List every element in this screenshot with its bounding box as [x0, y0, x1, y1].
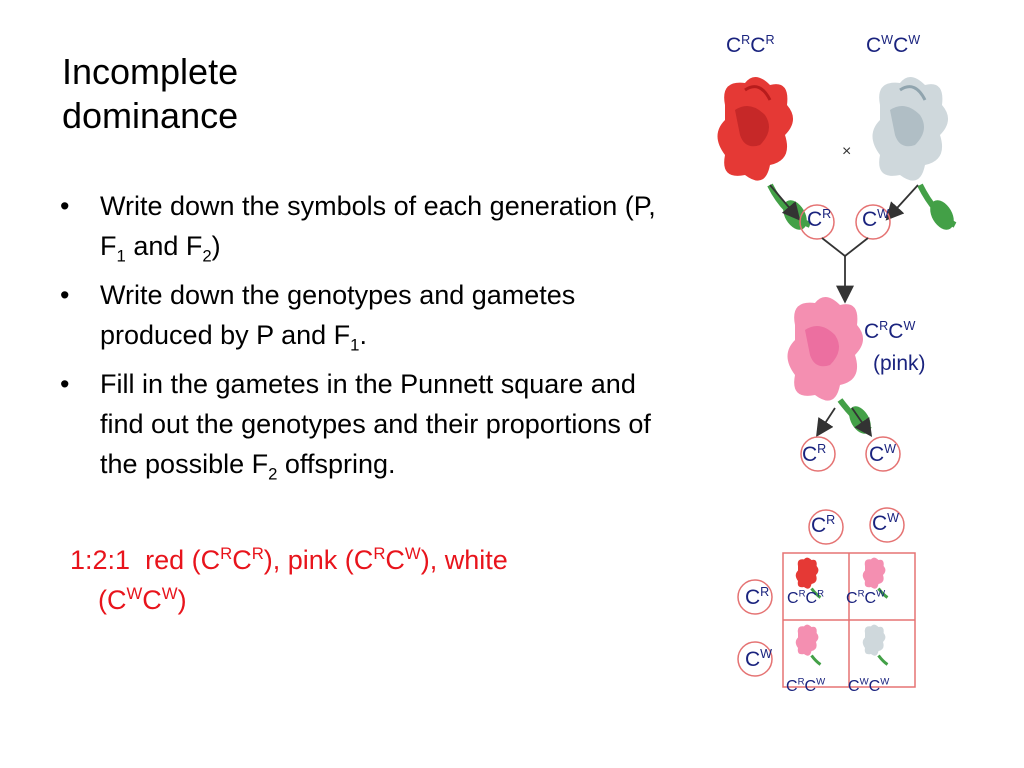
slide-title: Incomplete dominance	[62, 50, 238, 138]
subscript: 2	[268, 464, 278, 484]
superscript: W	[404, 544, 421, 563]
title-line-1: Incomplete	[62, 51, 239, 92]
answer-line-2: (CWCW)	[70, 580, 670, 620]
answer-part: C	[142, 585, 162, 615]
gamete-r: CR	[807, 207, 832, 231]
answer-part: C	[385, 545, 405, 575]
f1-phenotype: (pink)	[873, 352, 926, 375]
gamete-circle	[855, 204, 891, 240]
gamete-w: CW	[862, 207, 890, 231]
superscript: W	[161, 584, 178, 603]
gamete-circle	[865, 436, 901, 472]
gamete-w: CW	[869, 442, 897, 466]
superscript: R	[373, 544, 386, 563]
answer-part: ), white	[420, 545, 508, 575]
answer-text: 1:2:1 red (CRCR), pink (CRCW), white(CWC…	[70, 540, 670, 620]
arrow	[816, 407, 836, 438]
bullet-text: Write down the symbols of each generatio…	[100, 191, 656, 261]
bullet-text: offspring.	[277, 449, 396, 479]
subscript: 1	[350, 335, 360, 355]
gamete-circle	[808, 509, 844, 545]
arrow	[885, 184, 919, 221]
gamete-circle	[737, 579, 773, 615]
punnett-col-r: CR	[811, 513, 836, 537]
bullet-item: Write down the symbols of each generatio…	[60, 186, 660, 266]
arrow	[851, 407, 873, 437]
bullet-item: Fill in the gametes in the Punnett squar…	[60, 364, 660, 484]
gamete-circle	[869, 507, 905, 543]
punnett-cell-rw: CRCW	[786, 676, 826, 695]
answer-part: (C	[98, 585, 127, 615]
f1-genotype: CRCW	[864, 319, 916, 343]
subscript: 1	[116, 246, 126, 266]
answer-part: red (C	[145, 545, 221, 575]
instruction-list: Write down the symbols of each generatio…	[60, 186, 660, 493]
bullet-item: Write down the genotypes and gametes pro…	[60, 275, 660, 355]
bullet-text: )	[211, 231, 221, 261]
parent-red-genotype: CRCR	[726, 33, 775, 57]
subscript: 2	[202, 246, 212, 266]
bullet-text: Write down the genotypes and gametes pro…	[100, 280, 576, 350]
bullet-text: .	[359, 320, 367, 350]
punnett-cell-rr: CRCR	[787, 588, 824, 607]
superscript: W	[126, 584, 143, 603]
punnett-col-w: CW	[872, 511, 900, 535]
bullet-text: Fill in the gametes in the Punnett squar…	[100, 369, 651, 479]
merge-line	[821, 237, 846, 257]
gamete-circle	[737, 641, 773, 677]
punnett-cell-rw: CRCW	[846, 588, 886, 607]
punnett-row-w: CW	[745, 647, 773, 671]
arrow	[769, 184, 801, 221]
gamete-r: CR	[802, 442, 827, 466]
gamete-circle	[800, 436, 836, 472]
red-flower-icon	[717, 76, 812, 230]
superscript: R	[251, 544, 264, 563]
punnett-cell-ww: CWCW	[848, 676, 890, 695]
pink-flower-icon	[787, 296, 872, 434]
pink-flower-icon	[862, 557, 889, 599]
punnett-row-r: CR	[745, 585, 770, 609]
title-line-2: dominance	[62, 95, 239, 136]
punnett-grid	[782, 552, 916, 688]
gamete-circle	[799, 204, 835, 240]
red-flower-icon	[795, 557, 822, 599]
pink-flower-icon	[795, 624, 822, 666]
inheritance-diagram: ×	[717, 76, 957, 688]
merge-line	[844, 237, 869, 257]
superscript: R	[220, 544, 233, 563]
answer-part: C	[232, 545, 252, 575]
bullet-text: and F	[125, 231, 203, 261]
answer-part: ), pink (C	[263, 545, 374, 575]
ratio: 1:2:1	[70, 545, 131, 575]
white-flower-icon	[872, 76, 957, 230]
parent-white-genotype: CWCW	[866, 33, 921, 57]
answer-part: )	[177, 585, 187, 615]
white-flower-icon	[862, 624, 889, 666]
cross-symbol: ×	[842, 143, 851, 160]
